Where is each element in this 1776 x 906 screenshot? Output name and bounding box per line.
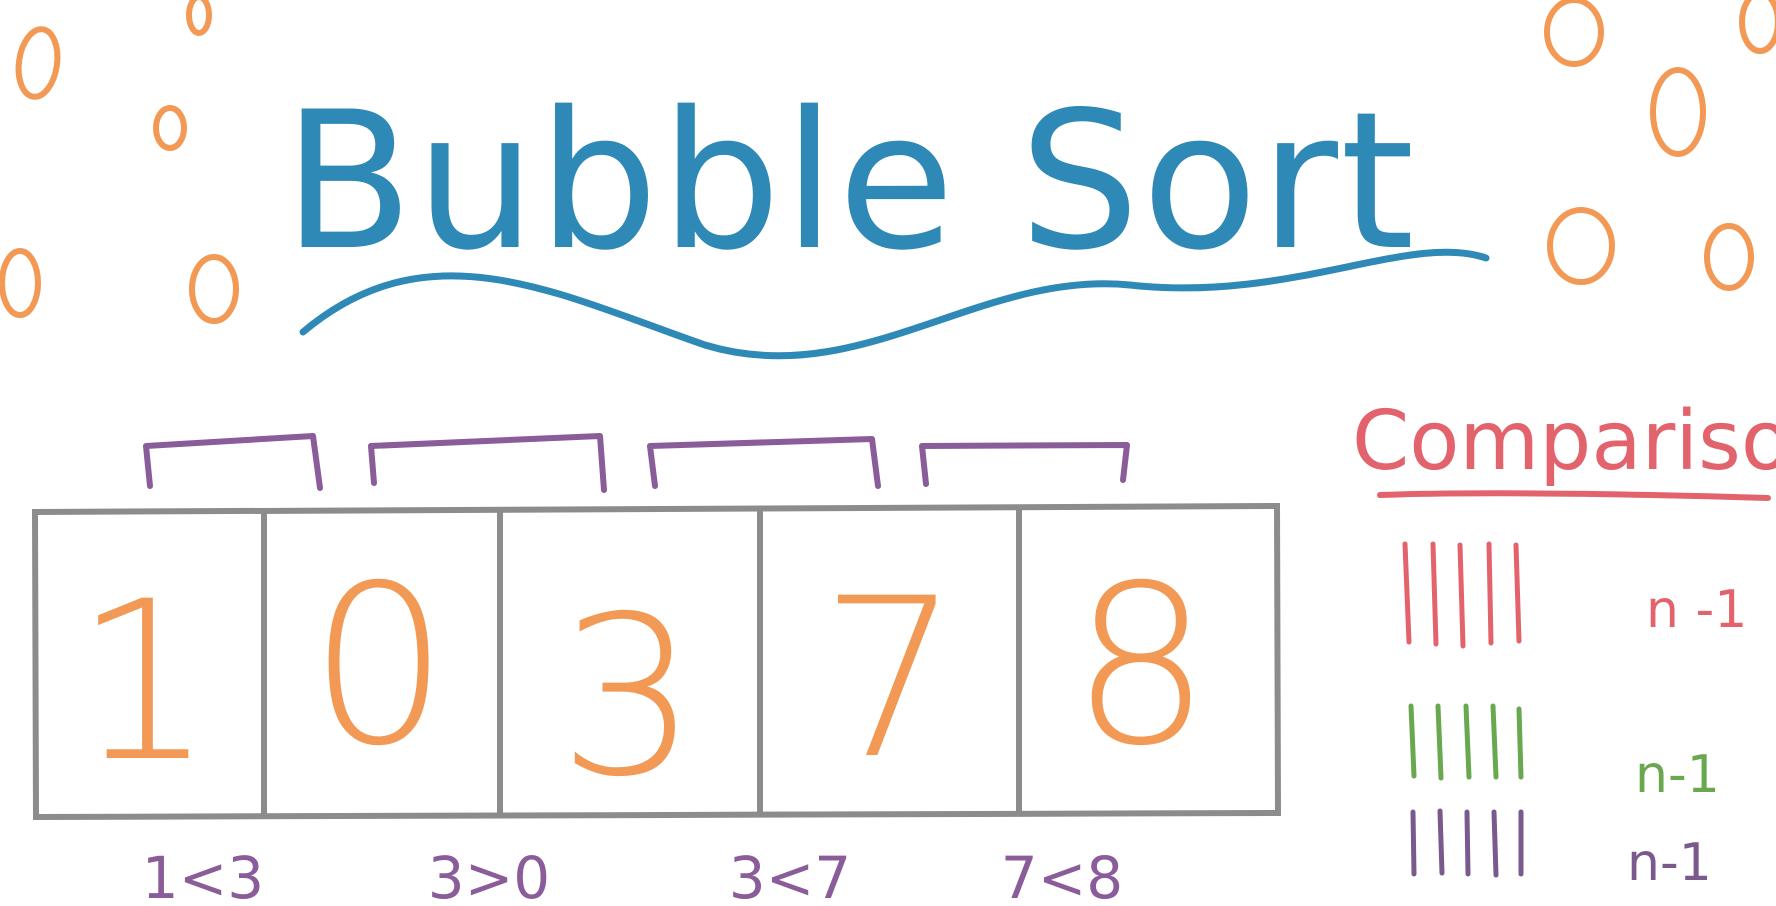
bubble-decoration [1650, 67, 1706, 157]
array-cell-value: 8 [1071, 538, 1211, 794]
comparison-label: 7<8 [1001, 844, 1123, 906]
comparison-bracket [919, 442, 1130, 487]
pass-formula: n-1 [1635, 745, 1720, 805]
bubble-decoration [0, 248, 41, 318]
comparison-label: 3>0 [428, 844, 550, 906]
title-underline [299, 248, 1490, 360]
bubble-decoration [1547, 207, 1615, 285]
comparison-bracket [647, 436, 881, 489]
bubble-decoration [15, 26, 61, 100]
pass-formula: n-1 [1627, 833, 1712, 893]
bubble-decoration [1739, 0, 1776, 54]
comparison-label: 1<3 [142, 844, 264, 906]
bubble-decoration [153, 105, 187, 151]
comparisons-underline [1377, 490, 1771, 501]
tally-row-2 [1408, 703, 1524, 781]
pass-formula: n -1 [1646, 580, 1747, 640]
array-cell-value: 3 [558, 569, 698, 825]
array-box [31, 502, 1282, 821]
array-cell-value: 0 [309, 538, 449, 794]
comparisons-heading: Comparisons [1352, 394, 1776, 489]
page-title: Bubble Sort [283, 71, 1417, 292]
comparison-label: 3<7 [729, 844, 851, 906]
bubble-decoration [1704, 223, 1754, 291]
array-cell-value: 1 [74, 554, 214, 810]
bubble-decoration [1544, 0, 1604, 67]
tally-row-3 [1410, 808, 1524, 878]
bubble-decoration [189, 254, 239, 324]
comparison-bracket [368, 433, 607, 493]
array-cell-value: 7 [820, 551, 960, 807]
comparison-bracket [143, 433, 323, 491]
bubble-decoration [186, 0, 212, 36]
tally-row-1 [1402, 541, 1522, 649]
